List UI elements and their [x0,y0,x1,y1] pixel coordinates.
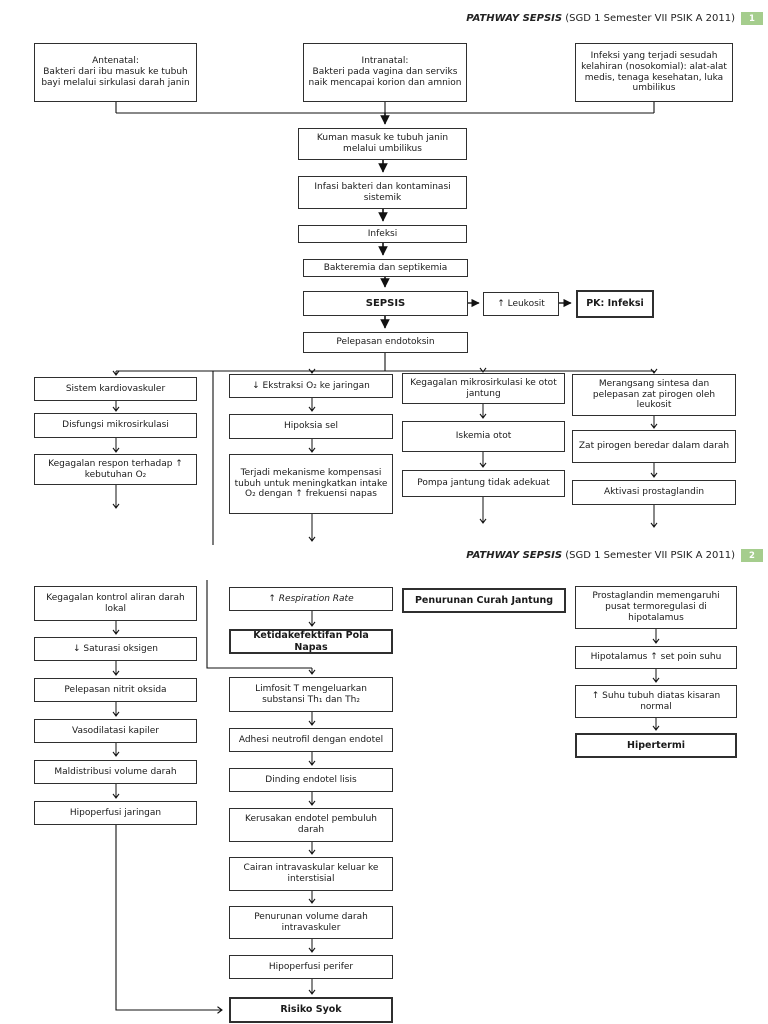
flow-box-leukosit: ↑ Leukosit [483,292,559,316]
flow-box-bakteremia: Bakteremia dan septikemia [303,259,468,277]
flow-box-intranatal: Intranatal: Bakteri pada vagina dan serv… [303,43,467,102]
flow-box-limfosit: Limfosit T mengeluarkan substansi Th₁ da… [229,677,393,712]
flow-box-hipoperfusi-perifer: Hipoperfusi perifer [229,955,393,979]
document-title: PATHWAY SEPSIS (SGD 1 Semester VII PSIK … [466,13,735,24]
flow-box-pk-infeksi: PK: Infeksi [576,290,654,318]
flow-box-hipoperfusi-jaringan: Hipoperfusi jaringan [34,801,197,825]
document-title-italic: PATHWAY SEPSIS [466,13,563,24]
flow-box-suhu-tubuh: ↑ Suhu tubuh diatas kisaran normal [575,685,737,718]
flow-box-kegagalan-kontrol: Kegagalan kontrol aliran darah lokal [34,586,197,621]
flow-box-infeksi: Infeksi [298,225,467,243]
flow-box-dinding-endotel: Dinding endotel lisis [229,768,393,792]
flow-box-hipotalamus-set-poin: Hipotalamus ↑ set poin suhu [575,646,737,669]
flow-box-risiko-syok: Risiko Syok [229,997,393,1023]
flow-box-kegagalan-mikrosirkulasi: Kegagalan mikrosirkulasi ke otot jantung [402,373,565,404]
page2-header: PATHWAY SEPSIS (SGD 1 Semester VII PSIK … [466,549,763,562]
document-title: PATHWAY SEPSIS (SGD 1 Semester VII PSIK … [466,550,735,561]
flow-box-disfungsi-mikrosirkulasi: Disfungsi mikrosirkulasi [34,413,197,438]
flow-box-antenatal: Antenatal: Bakteri dari ibu masuk ke tub… [34,43,197,102]
document-title-paren: (SGD 1 Semester VII PSIK A 2011) [565,13,735,24]
flow-box-hipoksia-sel: Hipoksia sel [229,414,393,439]
flow-box-vasodilatasi-kapiler: Vasodilatasi kapiler [34,719,197,743]
flow-box-hipertermi: Hipertermi [575,733,737,758]
flow-box-kegagalan-respon: Kegagalan respon terhadap ↑ kebutuhan O₂ [34,454,197,485]
flow-box-merangsang-sintesa: Merangsang sintesa dan pelepasan zat pir… [572,374,736,416]
flow-box-aktivasi-prostaglandin: Aktivasi prostaglandin [572,480,736,505]
flow-box-maldistribusi: Maldistribusi volume darah [34,760,197,784]
flow-box-infasi-bakteri: Infasi bakteri dan kontaminasi sistemik [298,176,467,209]
flow-box-cairan-intravaskular: Cairan intravaskular keluar ke interstis… [229,857,393,891]
page-number-badge: 2 [741,549,763,562]
flow-box-kerusakan-endotel: Kerusakan endotel pembuluh darah [229,808,393,842]
flow-box-prostaglandin-memengaruhi: Prostaglandin memengaruhi pusat termoreg… [575,586,737,629]
document-title-italic: PATHWAY SEPSIS [466,550,563,561]
flow-box-ekstraksi-o2: ↓ Ekstraksi O₂ ke jaringan [229,374,393,398]
flow-box-respiration-rate: ↑ Respiration Rate [229,587,393,611]
document-title-paren: (SGD 1 Semester VII PSIK A 2011) [565,550,735,561]
flow-box-penurunan-volume: Penurunan volume darah intravaskuler [229,906,393,939]
flow-box-kuman-masuk: Kuman masuk ke tubuh janin melalui umbil… [298,128,467,160]
flow-box-pelepasan-endotoksin: Pelepasan endotoksin [303,332,468,353]
flow-box-zat-pirogen: Zat pirogen beredar dalam darah [572,430,736,463]
flow-box-postnatal: Infeksi yang terjadi sesudah kelahiran (… [575,43,733,102]
flow-box-penurunan-curah-jantung: Penurunan Curah Jantung [402,588,566,613]
flow-box-sepsis: SEPSIS [303,291,468,316]
page-number-badge: 1 [741,12,763,25]
flow-box-adhesi-neutrofil: Adhesi neutrofil dengan endotel [229,728,393,752]
flow-box-saturasi-oksigen: ↓ Saturasi oksigen [34,637,197,661]
flow-box-iskemia-otot: Iskemia otot [402,421,565,452]
flow-box-nitrit-oksida: Pelepasan nitrit oksida [34,678,197,702]
flow-box-pompa-jantung: Pompa jantung tidak adekuat [402,470,565,497]
flow-box-ketidakefektifan-pola-napas: Ketidakefektifan Pola Napas [229,629,393,654]
flow-box-sistem-kardiovaskuler: Sistem kardiovaskuler [34,377,197,401]
flow-box-mekanisme-kompensasi: Terjadi mekanisme kompensasi tubuh untuk… [229,454,393,514]
page1-header: PATHWAY SEPSIS (SGD 1 Semester VII PSIK … [466,12,763,25]
